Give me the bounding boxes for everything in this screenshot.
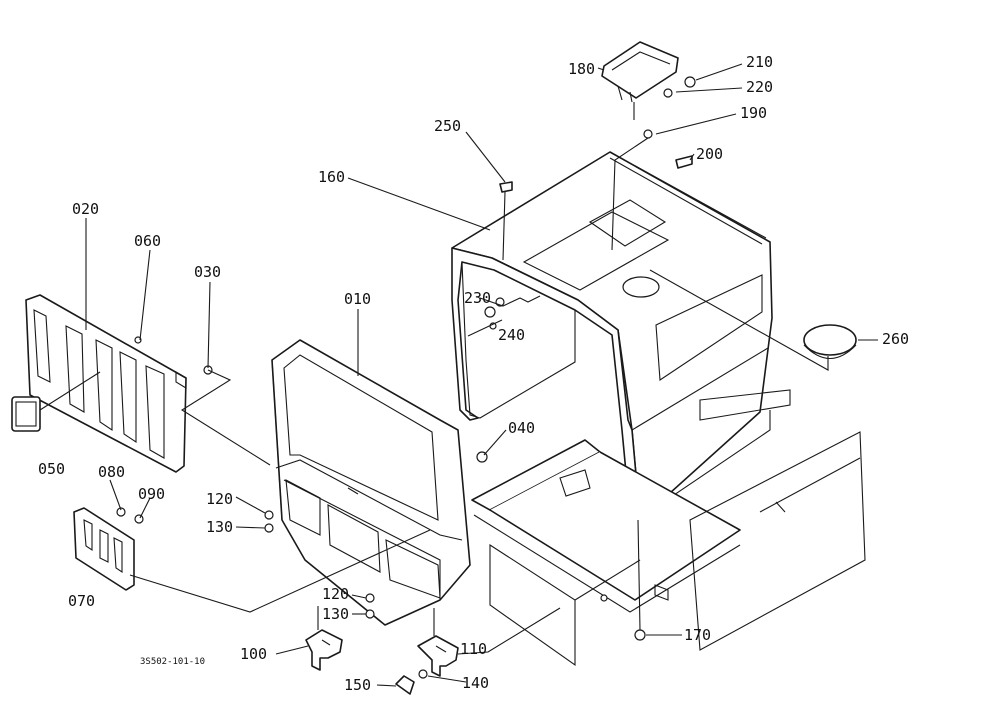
callout-260: 260 [882, 330, 909, 348]
callout-150: 150 [344, 676, 371, 694]
callout-060: 060 [134, 232, 161, 250]
callout-070: 070 [68, 592, 95, 610]
bracket-part-110 [417, 635, 459, 677]
callout-050: 050 [38, 460, 65, 478]
callout-030: 030 [194, 263, 221, 281]
callout-180: 180 [568, 60, 595, 78]
callout-110: 110 [460, 640, 487, 658]
callout-210: 210 [746, 53, 773, 71]
chassis-frame [471, 389, 866, 667]
bracket-part-100 [305, 629, 343, 671]
front-frame-part-010 [271, 339, 471, 626]
callout-120b: 120 [322, 585, 349, 603]
callout-labels: 010 020 060 030 050 080 090 070 120 130 … [38, 53, 909, 694]
lower-grille-part-070 [73, 507, 135, 591]
cover-part-180 [601, 41, 679, 103]
callout-200: 200 [696, 145, 723, 163]
callout-220: 220 [746, 78, 773, 96]
callout-080: 080 [98, 463, 125, 481]
emblem-part-050 [11, 396, 41, 432]
leader-lines [39, 63, 878, 687]
callout-250: 250 [434, 117, 461, 135]
callout-090: 090 [138, 485, 165, 503]
callout-130b: 130 [322, 605, 349, 623]
callout-120a: 120 [206, 490, 233, 508]
grille-part-020 [25, 294, 187, 473]
callout-190: 190 [740, 104, 767, 122]
callout-130a: 130 [206, 518, 233, 536]
callout-230: 230 [464, 289, 491, 307]
drawing-code: 3S502-101-10 [140, 657, 205, 667]
callout-100: 100 [240, 645, 267, 663]
callout-240: 240 [498, 326, 525, 344]
callout-140: 140 [462, 674, 489, 692]
cap-part-260 [803, 324, 857, 359]
hood-part-160 [451, 151, 773, 521]
callout-010: 010 [344, 290, 371, 308]
callout-170: 170 [684, 626, 711, 644]
callout-040: 040 [508, 419, 535, 437]
callout-160: 160 [318, 168, 345, 186]
callout-020: 020 [72, 200, 99, 218]
